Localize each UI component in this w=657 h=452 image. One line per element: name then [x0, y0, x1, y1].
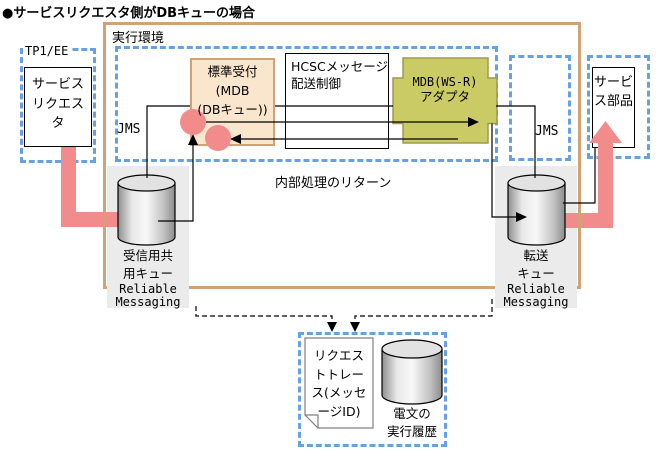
text-line: (DBキュー))	[197, 102, 268, 117]
execution-history-label: 電文の 実行履歴	[380, 405, 444, 440]
text-line: 用キュー	[122, 265, 173, 281]
receive-queue-label: 受信用共 用キュー	[107, 247, 189, 282]
text-line: キュー	[517, 265, 555, 281]
hcsc-delivery-control-box	[285, 53, 389, 149]
text-line: Messaging	[115, 295, 181, 309]
text-line: トトレー	[313, 366, 364, 382]
hcsc-delivery-control-label: HCSCメッセージ 配送制御	[291, 58, 388, 92]
text-line: 転送	[523, 248, 549, 263]
text-line: (MDB	[215, 83, 250, 98]
trace-arrowheads	[327, 322, 360, 332]
text-line: 電文の	[393, 406, 431, 421]
jms-left-label: JMS	[117, 122, 141, 137]
text-line: タ	[51, 116, 65, 131]
text-line: リクエス	[31, 96, 84, 112]
text-line: サービス	[31, 77, 84, 92]
service-part-label: サービ ス部品	[592, 73, 635, 111]
request-trace-label: リクエス トトレー ス(メッセ ージID)	[304, 347, 374, 421]
jms-right-dashed-zone	[509, 55, 571, 161]
text-line: ス(メッセ	[311, 385, 367, 400]
text-line: Reliable	[507, 282, 565, 296]
trace-dashed-zone	[298, 332, 447, 447]
text-line: HCSCメッセージ	[291, 59, 389, 74]
text-line: MDB(WS-R)	[412, 75, 478, 89]
text-line: 標準受付	[207, 64, 258, 79]
execution-environment-label: 実行環境	[112, 31, 165, 46]
transfer-queue-label: 転送 キュー	[495, 247, 577, 282]
text-line: ージID)	[317, 403, 361, 419]
internal-return-label: 内部処理のリターン	[275, 176, 392, 191]
text-line: サービ	[593, 75, 633, 90]
text-line: 受信用共	[122, 248, 173, 263]
trace-dashed-connectors	[195, 299, 493, 323]
text-line: Messaging	[503, 295, 569, 309]
text-line: ス部品	[593, 94, 633, 109]
text-line: リクエス	[313, 348, 364, 363]
transfer-queue-product-label: Reliable Messaging	[495, 283, 577, 309]
text-line: Reliable	[119, 282, 177, 296]
service-requester-box	[24, 67, 92, 147]
mdb-adapter-label: MDB(WS-R) アダプタ	[393, 75, 497, 104]
receive-queue-product-label: Reliable Messaging	[107, 283, 189, 309]
tp1ee-label: TP1/EE	[23, 44, 71, 58]
service-requester-label: サービス リクエス タ	[24, 75, 92, 134]
standard-reception-label: 標準受付 (MDB (DBキュー))	[190, 62, 275, 119]
jms-right-label: JMS	[535, 124, 559, 139]
text-line: 実行履歴	[386, 423, 437, 439]
text-line: アダプタ	[419, 88, 470, 104]
text-line: 配送制御	[291, 76, 342, 91]
diagram-title: ●サービスリクエスタ側がDBキューの場合	[2, 6, 256, 21]
